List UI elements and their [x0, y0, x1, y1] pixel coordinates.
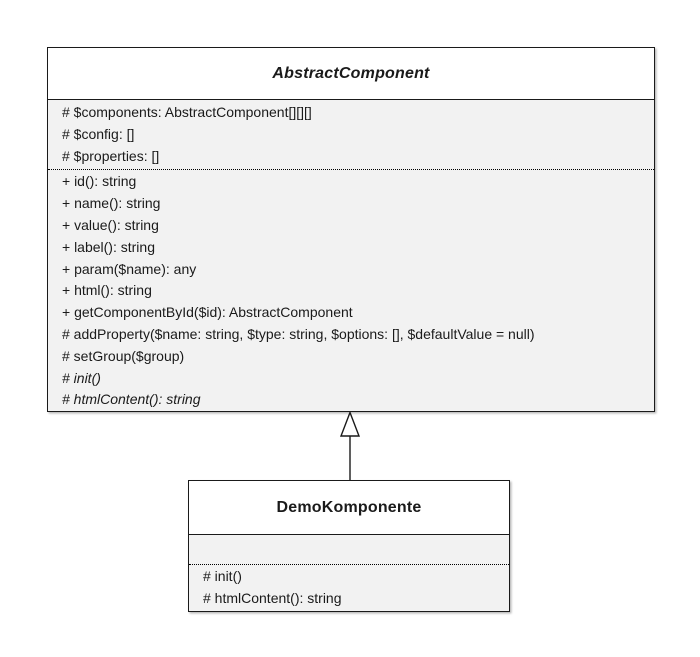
attributes-section-demokomponente — [189, 537, 509, 562]
inheritance-arrowhead-icon — [339, 410, 361, 437]
attribute-row: # $config: [] — [62, 125, 135, 142]
attributes-section-abstractcomponent: # $components: AbstractComponent[][][] # … — [48, 102, 654, 167]
method-row: + html(): string — [62, 282, 152, 299]
class-title-abstractcomponent: AbstractComponent — [272, 64, 430, 82]
attribute-row: # $components: AbstractComponent[][][] — [62, 104, 312, 120]
method-row: + name(): string — [62, 195, 161, 212]
inheritance-arrow — [339, 410, 361, 481]
class-box-demokomponente: DemoKomponente # init() # htmlContent(): … — [188, 480, 510, 612]
methods-section-demokomponente: # init() # htmlContent(): string — [189, 566, 509, 610]
method-row: # addProperty($name: string, $type: stri… — [62, 325, 535, 342]
attributes-methods-separator — [48, 169, 654, 171]
class-header-abstractcomponent: AbstractComponent — [48, 48, 654, 100]
class-header-demokomponente: DemoKomponente — [189, 481, 509, 535]
methods-section-abstractcomponent: + id(): string + name(): string + value():… — [48, 171, 654, 411]
attributes-methods-separator — [189, 564, 509, 565]
method-row: + id(): string — [62, 173, 137, 190]
method-row: + param($name): any — [62, 260, 197, 277]
method-row: # htmlContent(): string — [62, 391, 201, 408]
class-body-demokomponente: # init() # htmlContent(): string — [189, 535, 509, 610]
method-row: + getComponentById($id): AbstractCompone… — [62, 304, 353, 321]
class-body-abstractcomponent: # $components: AbstractComponent[][][] # … — [48, 100, 654, 411]
class-box-abstractcomponent: AbstractComponent # $components: Abstrac… — [47, 47, 655, 412]
method-row: + label(): string — [62, 238, 155, 255]
method-row: # htmlContent(): string — [203, 589, 342, 606]
method-row: # setGroup($group) — [62, 347, 185, 364]
method-row: + value(): string — [62, 216, 159, 233]
method-row: # init() — [203, 568, 242, 584]
attribute-row: # $properties: [] — [62, 147, 160, 164]
method-row: # init() — [62, 369, 101, 386]
class-title-demokomponente: DemoKomponente — [276, 498, 422, 516]
